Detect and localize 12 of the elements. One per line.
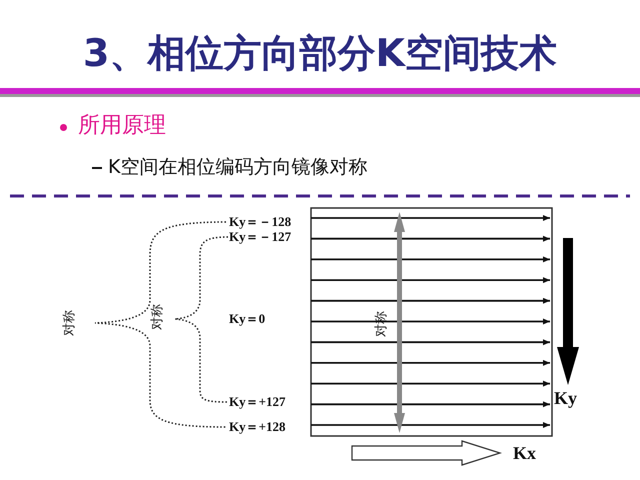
- row-label: Ky＝+127: [229, 393, 286, 411]
- slide-title: 3、相位方向部分K空间技术: [82, 30, 558, 77]
- symmetry-label: 对称: [149, 304, 166, 330]
- axis-label: Ky: [554, 388, 578, 409]
- axis-label: Kx: [513, 443, 536, 464]
- row-label: Ky＝－128: [229, 213, 292, 231]
- bullet-text: K空间在相位编码方向镜像对称: [108, 155, 368, 180]
- symmetry-label: 对称: [61, 310, 78, 336]
- row-label: Ky＝+128: [229, 418, 286, 436]
- section-heading: 所用原理: [78, 112, 166, 140]
- row-label: Ky＝－127: [229, 229, 292, 246]
- row-label: Ky＝0: [229, 310, 266, 328]
